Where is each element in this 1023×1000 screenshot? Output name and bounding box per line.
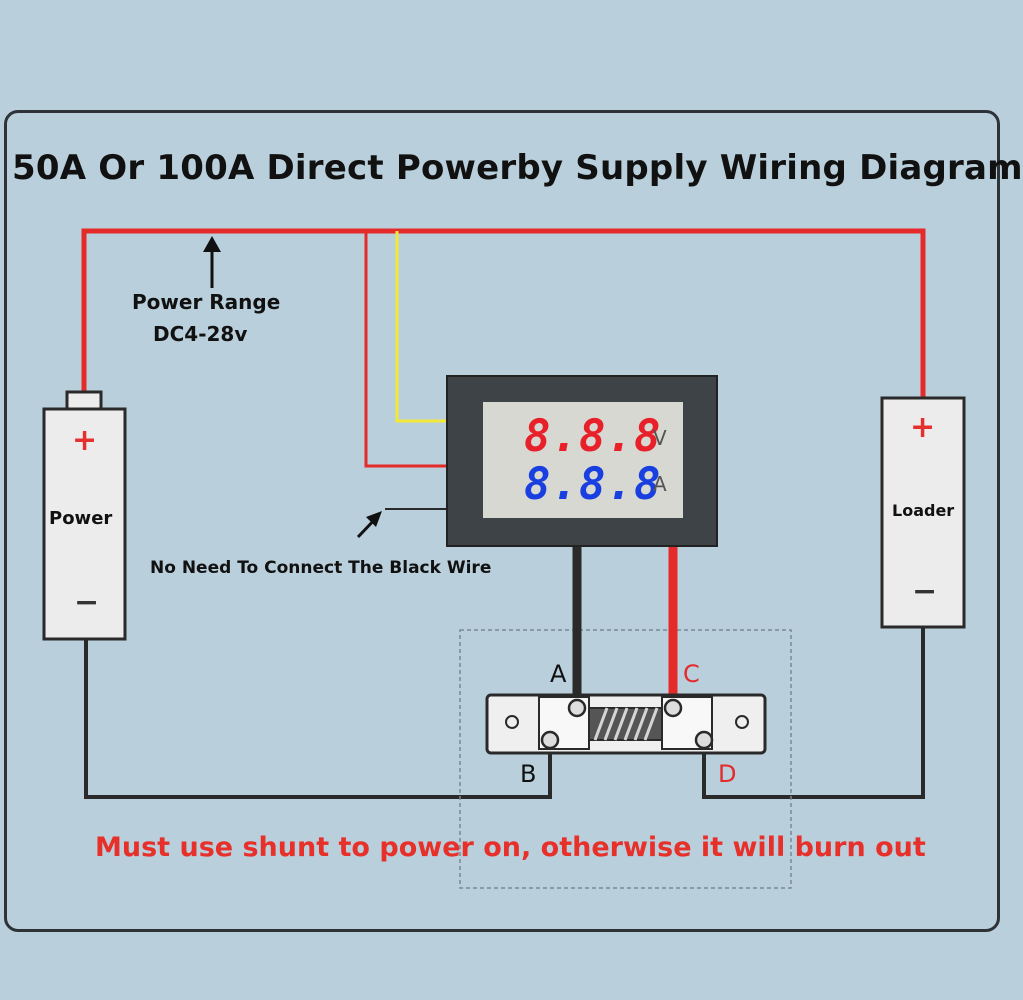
terminal-screw-d (694, 730, 714, 750)
loader-label: Loader (892, 501, 955, 520)
terminal-screw-a (567, 698, 587, 718)
terminal-screw-b (540, 730, 560, 750)
yellow-meter-lead (395, 231, 447, 423)
terminal-label-a: A (550, 660, 567, 688)
black-wire-arrowhead (366, 511, 382, 527)
black-wire-note: No Need To Connect The Black Wire (150, 558, 492, 578)
diagram-title: 50A Or 100A Direct Powerby Supply Wiring… (12, 148, 1023, 188)
volt-amp-meter (446, 375, 718, 547)
power-minus-sign: − (74, 585, 100, 620)
battery-body (42, 407, 127, 641)
current-display: 8.8.8 (524, 459, 662, 510)
diagram-frame (4, 110, 1000, 932)
shunt-warning: Must use shunt to power on, otherwise it… (95, 832, 926, 863)
loader-minus-sign: − (912, 574, 938, 609)
red-meter-lead (364, 231, 447, 468)
red-positive-wire (81, 228, 926, 398)
voltage-unit: V (653, 426, 667, 450)
power-range-value: DC4-28v (153, 322, 248, 346)
terminal-label-c: C (683, 660, 700, 688)
voltage-display: 8.8.8 (524, 411, 662, 462)
loader-plus-sign: + (910, 410, 936, 445)
terminal-label-b: B (520, 760, 537, 788)
wiring-diagram (42, 228, 966, 889)
terminal-label-d: D (718, 760, 737, 788)
shunt-mount-hole-right (735, 715, 749, 729)
current-unit: A (653, 472, 667, 496)
battery-cap (65, 390, 103, 411)
terminal-screw-c (663, 698, 683, 718)
power-range-label: Power Range (132, 290, 281, 314)
negative-wire-left (84, 639, 552, 799)
power-range-arrowhead (203, 236, 221, 252)
shunt-mount-hole-left (505, 715, 519, 729)
power-label: Power (49, 508, 113, 529)
meter-screen (483, 402, 683, 518)
power-plus-sign: + (72, 423, 98, 458)
shunt (485, 693, 767, 755)
negative-wire-right (702, 627, 925, 799)
loader-body (880, 396, 966, 629)
